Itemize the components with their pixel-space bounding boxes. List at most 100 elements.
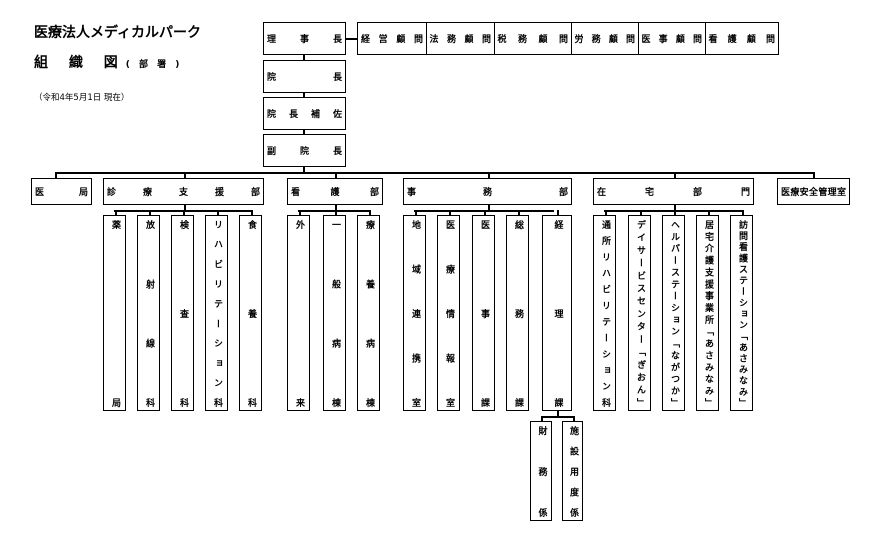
department-box-4: 在宅部門 (593, 178, 754, 205)
connector-line (604, 210, 742, 212)
executive-box-2-label: 院長補佐 (267, 110, 342, 120)
connector-line (557, 411, 559, 417)
connector-line (708, 210, 710, 216)
connector-line (573, 416, 575, 422)
section-box-1: 施設用度係 (562, 421, 583, 521)
executive-box-3-label: 副院長 (267, 147, 342, 157)
unit-box-2-1: 一般病棟 (323, 215, 346, 411)
connector-line (115, 210, 117, 216)
unit-box-4-3: 居宅介護支援事業所「あさみなみ」 (696, 215, 719, 411)
connector-line (303, 166, 305, 173)
advisor-box-3: 労務顧問 (570, 22, 639, 55)
unit-box-1-0: 薬局 (103, 215, 126, 411)
unit-box-3-1-label: 医療情報室 (444, 220, 454, 407)
advisor-box-5: 看護顧問 (704, 22, 779, 55)
department-box-0-label: 医局 (35, 188, 88, 198)
unit-box-2-2: 療養病棟 (357, 215, 380, 411)
connector-line (557, 210, 559, 216)
executive-box-2: 院長補佐 (263, 97, 346, 130)
connector-line (640, 210, 642, 216)
executive-box-3: 副院長 (263, 134, 346, 167)
executive-box-1: 院長 (263, 60, 346, 93)
unit-box-4-4-label: 訪問看護ステーション「あさみなみ」 (737, 220, 747, 407)
department-box-3-label: 事務部 (407, 188, 568, 198)
department-box-5-label: 医療安全管理室 (781, 188, 846, 198)
unit-box-3-3: 総務課 (506, 215, 529, 411)
unit-box-4-4: 訪問看護ステーション「あさみなみ」 (730, 215, 753, 411)
unit-box-2-0: 外来 (287, 215, 310, 411)
advisor-box-1: 法務顧問 (425, 22, 495, 55)
as-of-date: （令和4年5月1日 現在） (34, 93, 130, 103)
connector-line (415, 210, 417, 216)
department-box-1-label: 診療支援部 (107, 188, 260, 198)
connector-line (114, 210, 251, 212)
department-box-3: 事務部 (403, 178, 572, 205)
advisor-box-5-label: 看護顧問 (708, 35, 776, 45)
unit-box-3-0-label: 地域連携室 (410, 220, 420, 407)
connector-line (298, 210, 369, 212)
unit-box-3-2-label: 医事課 (479, 220, 489, 407)
connector-line (303, 54, 305, 136)
connector-line (674, 172, 676, 178)
connector-line (55, 172, 57, 178)
department-box-4-label: 在宅部門 (597, 188, 750, 198)
chart-title-text: 組 織 図 (34, 55, 126, 71)
connector-line (674, 205, 676, 211)
unit-box-4-3-label: 居宅介護支援事業所「あさみなみ」 (703, 220, 713, 407)
connector-line (488, 172, 490, 178)
unit-box-1-3-label: リハビリテーション科 (212, 220, 222, 407)
unit-box-2-2-label: 療養病棟 (364, 220, 374, 407)
department-box-5: 医療安全管理室 (777, 178, 850, 205)
org-name: 医療法人メディカルパーク (34, 25, 202, 41)
unit-box-1-1: 放射線科 (137, 215, 160, 411)
unit-box-2-0-label: 外来 (294, 220, 304, 407)
unit-box-4-1: デイサービスセンター「ぎおん」 (628, 215, 651, 411)
advisor-box-4-label: 医事顧問 (641, 35, 703, 45)
unit-box-3-0: 地域連携室 (403, 215, 426, 411)
unit-box-1-2-label: 検査科 (178, 220, 188, 407)
section-box-0: 財務係 (530, 421, 552, 521)
unit-box-2-1-label: 一般病棟 (330, 220, 340, 407)
advisor-box-0: 経営顧問 (357, 22, 427, 55)
connector-line (149, 210, 151, 216)
unit-box-1-2: 検査科 (171, 215, 194, 411)
advisor-box-3-label: 労務顧問 (574, 35, 636, 45)
unit-box-1-1-label: 放射線科 (144, 220, 154, 407)
connector-line (742, 210, 744, 216)
section-box-1-label: 施設用度係 (568, 426, 578, 517)
connector-line (217, 210, 219, 216)
connector-line (488, 205, 490, 211)
unit-box-4-0: 通所リハビリテーション科 (593, 215, 616, 411)
section-box-0-label: 財務係 (536, 426, 547, 517)
department-box-0: 医局 (31, 178, 92, 205)
executive-box-0-label: 理事長 (267, 35, 342, 45)
unit-box-1-4: 食養科 (239, 215, 262, 411)
connector-line (813, 172, 815, 178)
unit-box-4-1-label: デイサービスセンター「ぎおん」 (635, 220, 645, 407)
unit-box-3-4-label: 経理課 (552, 220, 563, 407)
connector-line (299, 210, 301, 216)
connector-line (335, 210, 337, 216)
connector-line (184, 172, 186, 178)
connector-line (541, 416, 543, 422)
connector-line (55, 172, 814, 174)
connector-line (369, 210, 371, 216)
unit-box-3-2: 医事課 (472, 215, 495, 411)
connector-line (449, 210, 451, 216)
advisor-box-4: 医事顧問 (637, 22, 706, 55)
department-box-2: 看護部 (287, 178, 383, 205)
unit-box-3-4: 経理課 (542, 215, 572, 411)
executive-box-0: 理事長 (263, 22, 346, 55)
connector-line (518, 210, 520, 216)
unit-box-4-0-label: 通所リハビリテーション科 (600, 220, 610, 407)
unit-box-1-4-label: 食養科 (246, 220, 256, 407)
unit-box-1-3: リハビリテーション科 (205, 215, 228, 411)
unit-box-4-2: ヘルパーステーション「ながつか」 (662, 215, 685, 411)
advisor-box-2-label: 税務顧問 (497, 35, 569, 45)
unit-box-3-3-label: 総務課 (513, 220, 523, 407)
unit-box-4-2-label: ヘルパーステーション「ながつか」 (669, 220, 679, 407)
connector-line (346, 38, 358, 40)
advisor-box-2: 税務顧問 (493, 22, 572, 55)
connector-line (251, 210, 253, 216)
connector-line (605, 210, 607, 216)
